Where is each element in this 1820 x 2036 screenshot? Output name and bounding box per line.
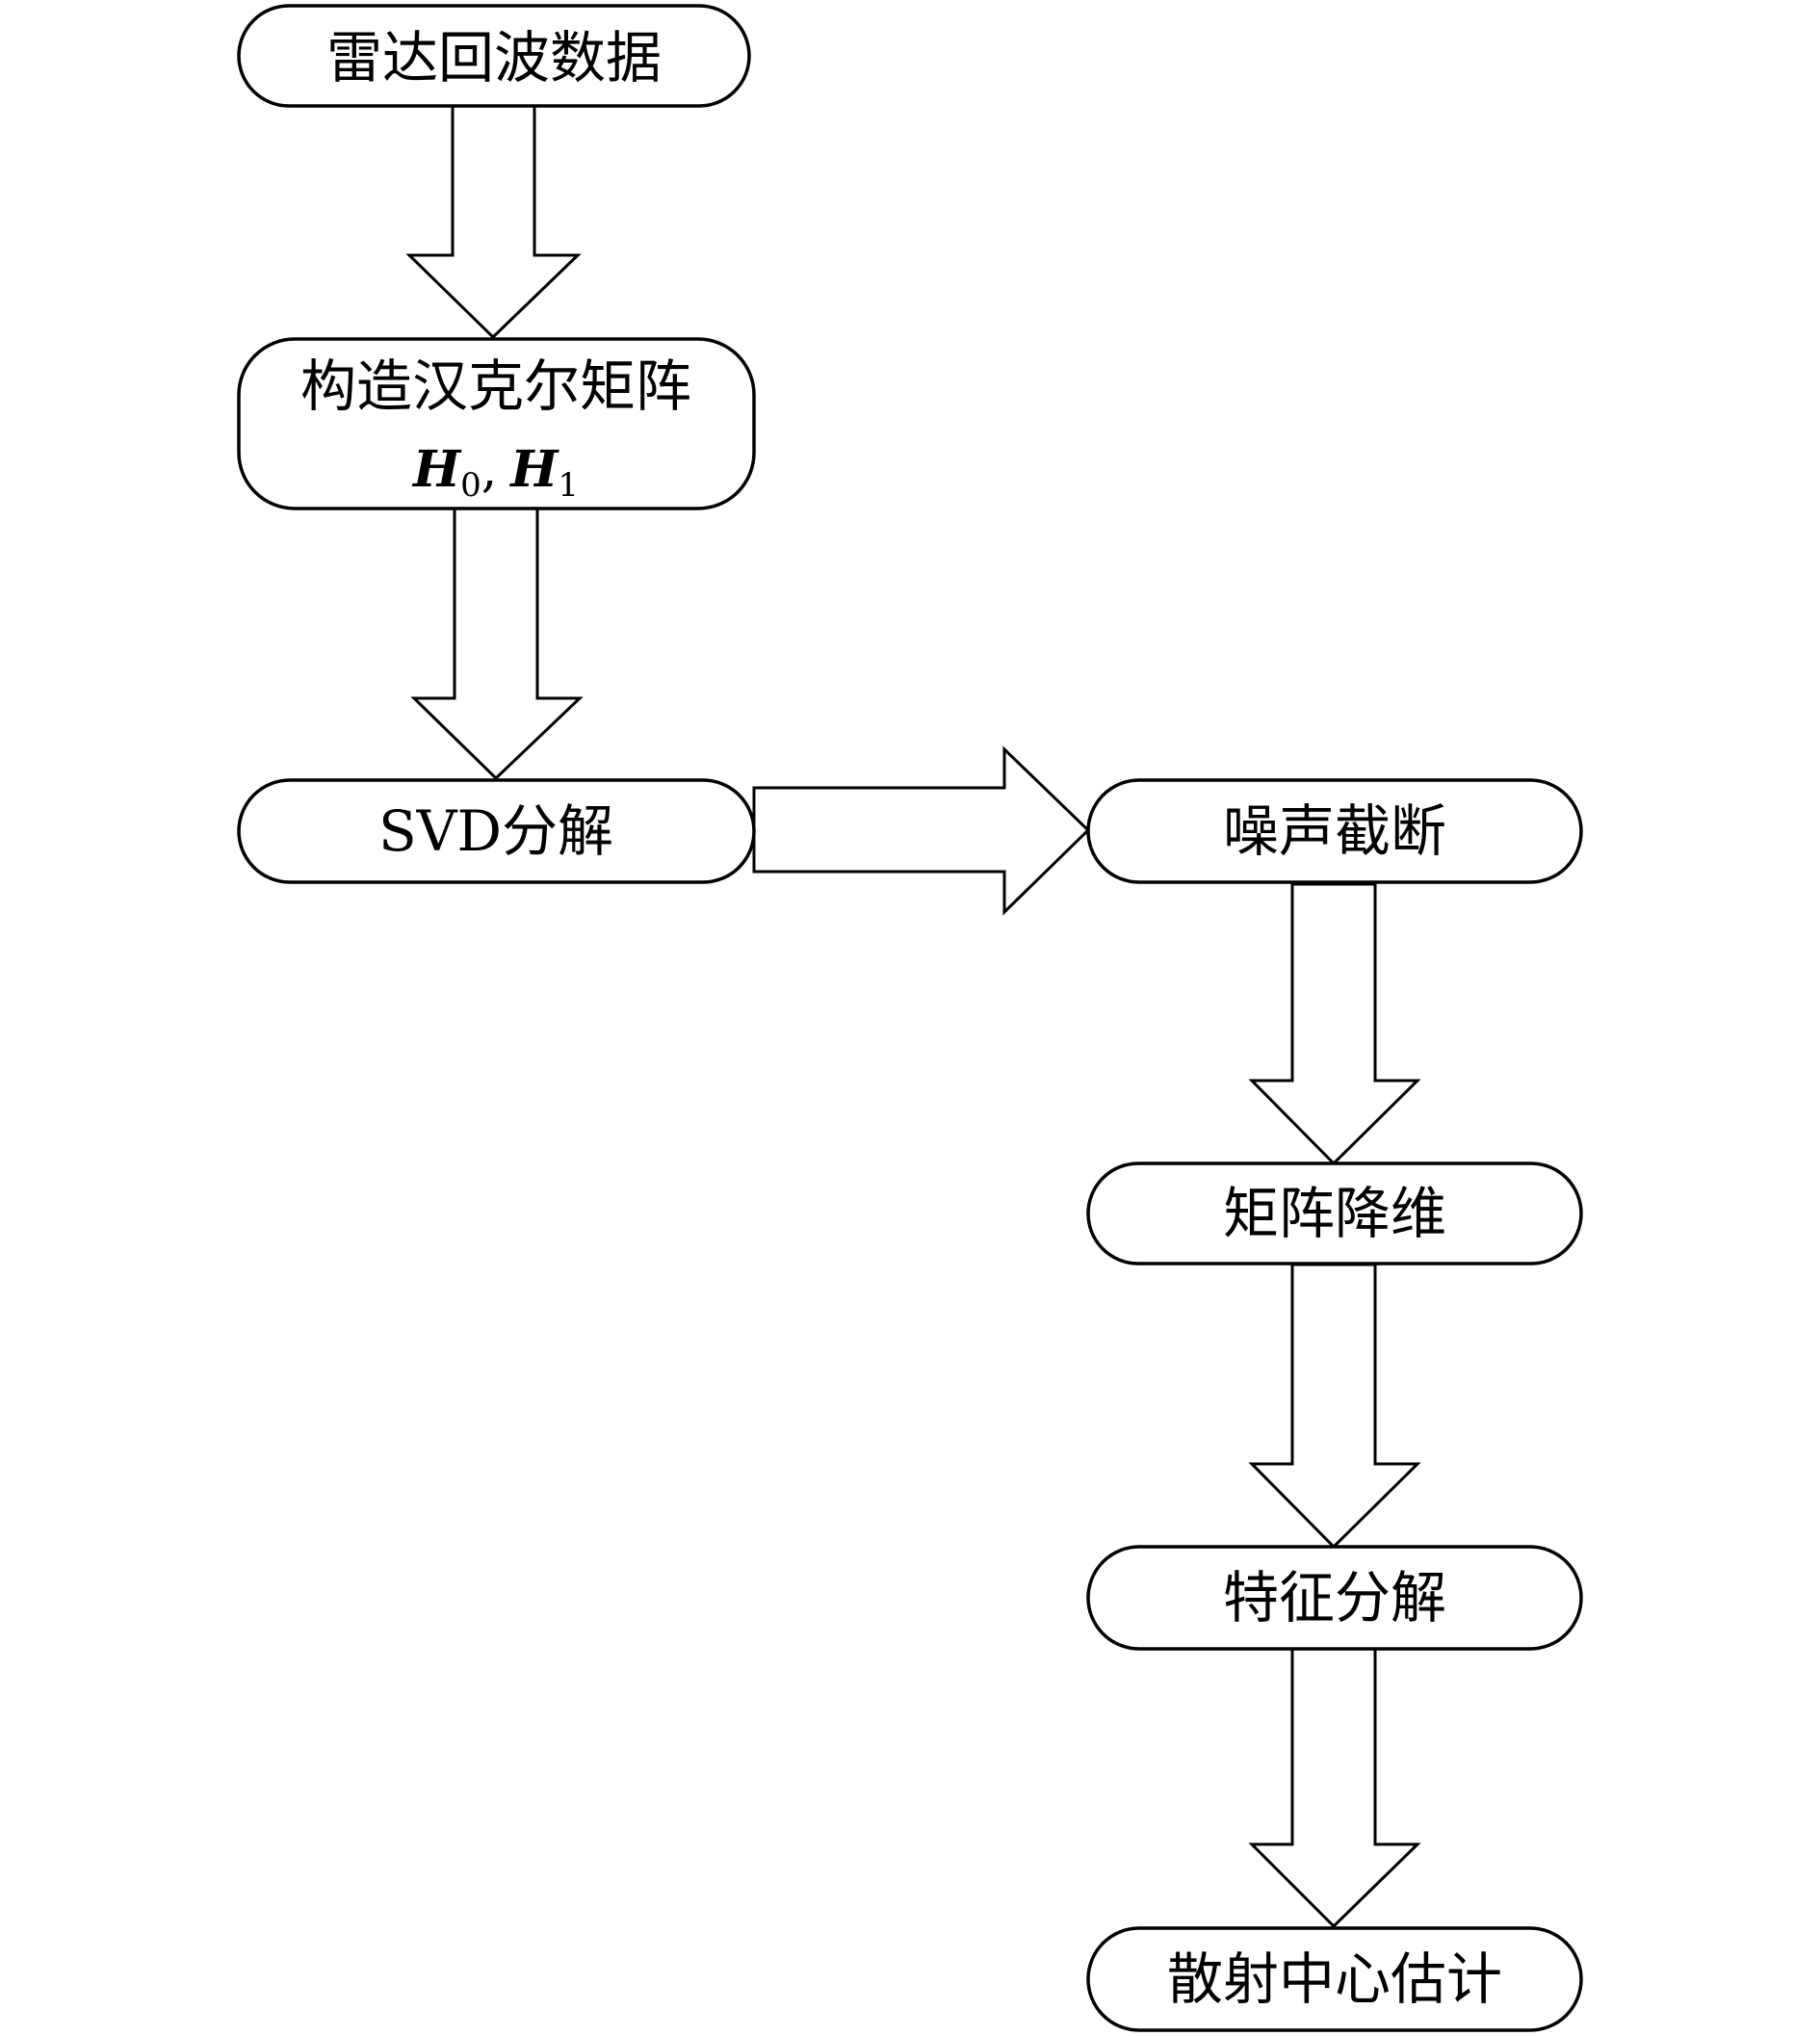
- formula-separator: ,: [481, 441, 498, 499]
- node-label-scattering-center-estimation: 散射中心估计: [1167, 1946, 1502, 2012]
- formula-sub-a: 0: [460, 466, 481, 505]
- arrow-down-2: [410, 507, 584, 781]
- arrow-down-3: [1248, 882, 1421, 1166]
- node-label-svd: SVD分解: [378, 798, 613, 864]
- node-label-construct-hankel: 构造汉克尔矩阵: [300, 353, 691, 419]
- node-label-matrix-reduction: 矩阵降维: [1223, 1181, 1446, 1246]
- node-svd: SVD分解: [237, 778, 756, 884]
- node-noise-truncation: 噪声截断: [1086, 778, 1583, 884]
- arrow-right-1: [752, 745, 1091, 916]
- node-eigen-decomposition: 特征分解: [1086, 1545, 1583, 1651]
- hankel-formula: H0,H1: [411, 440, 579, 505]
- node-matrix-reduction: 矩阵降维: [1086, 1162, 1583, 1266]
- node-radar-echo-data: 雷达回波数据: [237, 4, 751, 108]
- node-label-eigen-decomposition: 特征分解: [1223, 1565, 1446, 1631]
- formula-sub-b: 1: [558, 466, 579, 505]
- node-label-noise-truncation: 噪声截断: [1223, 798, 1446, 864]
- node-construct-hankel: 构造汉克尔矩阵 H0,H1: [237, 337, 756, 510]
- arrow-down-5: [1248, 1647, 1421, 1929]
- arrow-down-4: [1248, 1263, 1421, 1550]
- node-scattering-center-estimation: 散射中心估计: [1086, 1926, 1583, 2032]
- node-label-radar-echo-data: 雷达回波数据: [326, 25, 662, 91]
- formula-symbol-a: H: [411, 440, 462, 499]
- formula-symbol-b: H: [508, 440, 559, 499]
- arrow-down-1: [405, 104, 582, 340]
